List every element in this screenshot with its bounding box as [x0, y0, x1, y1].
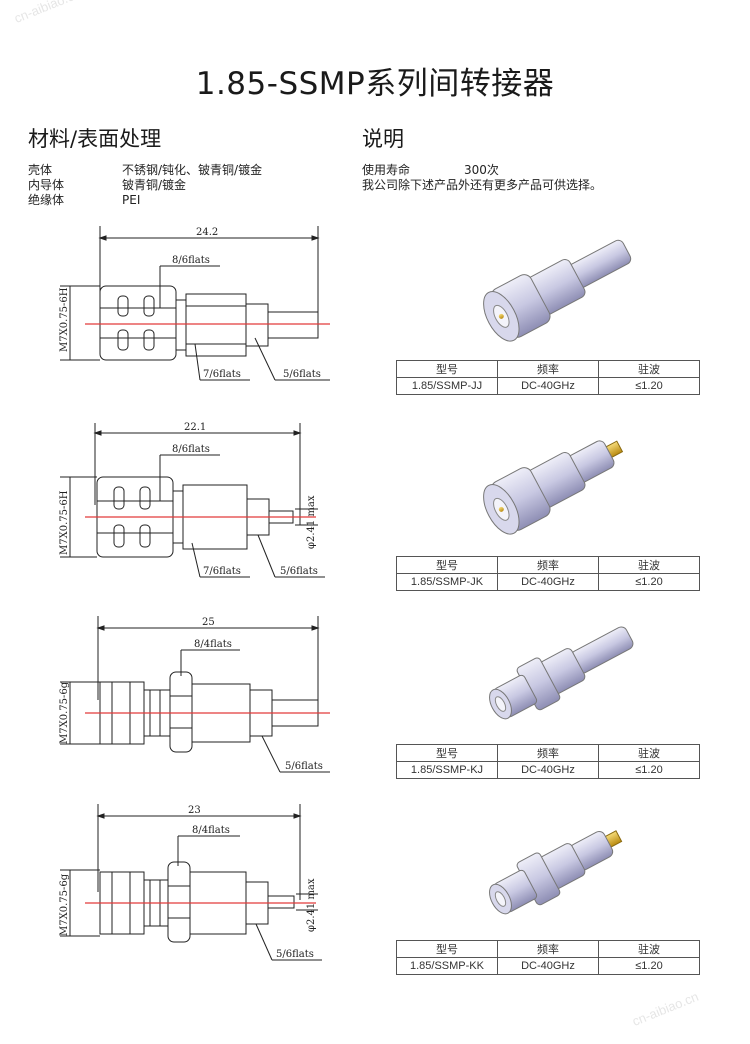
spec-table-kk: 型号 频率 驻波 1.85/SSMP-KK DC-40GHz ≤1.20 [396, 940, 700, 975]
col-freq: 频率 [497, 744, 599, 762]
dim-flats-a: 8/6flats [172, 444, 210, 455]
dim-length: 22.1 [184, 422, 206, 433]
materials-heading: 材料/表面处理 [28, 127, 162, 151]
col-vswr: 驻波 [598, 556, 700, 574]
dim-flats-a: 8/4flats [194, 639, 232, 650]
spec-table-jj: 型号 频率 驻波 1.85/SSMP-JJ DC-40GHz ≤1.20 [396, 360, 700, 395]
dim-length: 23 [188, 805, 201, 816]
col-vswr: 驻波 [598, 940, 700, 958]
product-image-jk [483, 440, 624, 535]
cell-model: 1.85/SSMP-KK [396, 957, 498, 975]
cell-vswr: ≤1.20 [598, 957, 700, 975]
dim-length: 24.2 [196, 227, 218, 238]
drawing-kj: 25 8/4flats 5/6flats M7X0.75-6g [59, 616, 330, 773]
page-title: 1.85-SSMP系列间转接器 [195, 66, 555, 102]
col-vswr: 驻波 [598, 360, 700, 378]
notes-remark: 我公司除下述产品外还有更多产品可供选择。 [362, 178, 603, 192]
dim-thread: M7X0.75-6H [59, 287, 70, 352]
cell-model: 1.85/SSMP-JJ [396, 377, 498, 395]
dim-flats-b: 7/6flats [203, 369, 241, 380]
cell-model: 1.85/SSMP-KJ [396, 761, 498, 779]
material-row: 绝缘体 PEI [28, 193, 262, 208]
life-value: 300次 [464, 163, 499, 177]
product-image-jj [483, 239, 632, 342]
table-row: 1.85/SSMP-KK DC-40GHz ≤1.20 [396, 957, 700, 975]
col-model: 型号 [396, 940, 498, 958]
watermark-top-left: cn-aibiao.cn [12, 0, 83, 26]
drawing-jk: 22.1 8/6flats 7/6flats 5/6flats M7X0.75-… [59, 422, 325, 578]
table-row: 1.85/SSMP-JK DC-40GHz ≤1.20 [396, 573, 700, 591]
dim-diameter: φ2.41 max [306, 495, 317, 549]
table-header-row: 型号 频率 驻波 [396, 940, 700, 958]
dim-flats-c: 5/6flats [283, 369, 321, 380]
notes-body: 使用寿命 300次 我公司除下述产品外还有更多产品可供选择。 [362, 163, 602, 193]
cell-freq: DC-40GHz [497, 573, 599, 591]
drawing-jj: 24.2 8/6flats 7/6flats 5/6flats M7X0.75-… [59, 226, 330, 381]
dim-flats-b: 7/6flats [203, 566, 241, 577]
cell-vswr: ≤1.20 [598, 573, 700, 591]
material-part: 内导体 [28, 178, 65, 192]
material-value: 铍青铜/镀金 [122, 178, 187, 192]
table-row: 1.85/SSMP-JJ DC-40GHz ≤1.20 [396, 377, 700, 395]
dim-thread: M7X0.75-6g [59, 873, 70, 936]
table-row: 1.85/SSMP-KJ DC-40GHz ≤1.20 [396, 761, 700, 779]
dim-diameter: φ2.41 max [306, 878, 317, 932]
col-vswr: 驻波 [598, 744, 700, 762]
material-row: 内导体 铍青铜/镀金 [28, 178, 262, 193]
dim-flats-a: 8/6flats [172, 255, 210, 266]
cell-freq: DC-40GHz [497, 957, 599, 975]
col-model: 型号 [396, 556, 498, 574]
col-model: 型号 [396, 360, 498, 378]
table-header-row: 型号 频率 驻波 [396, 360, 700, 378]
col-model: 型号 [396, 744, 498, 762]
material-value: PEI [122, 193, 141, 207]
dim-length: 25 [202, 617, 215, 628]
spec-table-kj: 型号 频率 驻波 1.85/SSMP-KJ DC-40GHz ≤1.20 [396, 744, 700, 779]
material-part: 壳体 [28, 163, 53, 177]
cell-vswr: ≤1.20 [598, 377, 700, 395]
table-header-row: 型号 频率 驻波 [396, 744, 700, 762]
materials-list: 壳体 不锈钢/钝化、铍青铜/镀金 内导体 铍青铜/镀金 绝缘体 PEI [28, 163, 262, 208]
product-image-kk [489, 830, 623, 915]
cell-model: 1.85/SSMP-JK [396, 573, 498, 591]
product-image-kj [489, 626, 634, 720]
table-header-row: 型号 频率 驻波 [396, 556, 700, 574]
material-row: 壳体 不锈钢/钝化、铍青铜/镀金 [28, 163, 262, 178]
material-part: 绝缘体 [28, 193, 65, 207]
col-freq: 频率 [497, 360, 599, 378]
dim-thread: M7X0.75-6H [59, 490, 70, 555]
material-value: 不锈钢/钝化、铍青铜/镀金 [122, 163, 263, 177]
cell-vswr: ≤1.20 [598, 761, 700, 779]
dim-flats-c: 5/6flats [285, 761, 323, 772]
cell-freq: DC-40GHz [497, 761, 599, 779]
life-label: 使用寿命 [362, 163, 411, 177]
dim-flats-c: 5/6flats [280, 566, 318, 577]
dim-thread: M7X0.75-6g [59, 681, 70, 744]
dim-flats-a: 8/4flats [192, 825, 230, 836]
watermark-bottom-right: cn-aibiao.cn [630, 988, 701, 1029]
col-freq: 频率 [497, 556, 599, 574]
spec-table-jk: 型号 频率 驻波 1.85/SSMP-JK DC-40GHz ≤1.20 [396, 556, 700, 591]
drawing-kk: 23 8/4flats 5/6flats M7X0.75-6g φ2.41 ma… [59, 804, 322, 961]
cell-freq: DC-40GHz [497, 377, 599, 395]
notes-heading: 说明 [362, 127, 404, 151]
col-freq: 频率 [497, 940, 599, 958]
dim-flats-c: 5/6flats [276, 949, 314, 960]
